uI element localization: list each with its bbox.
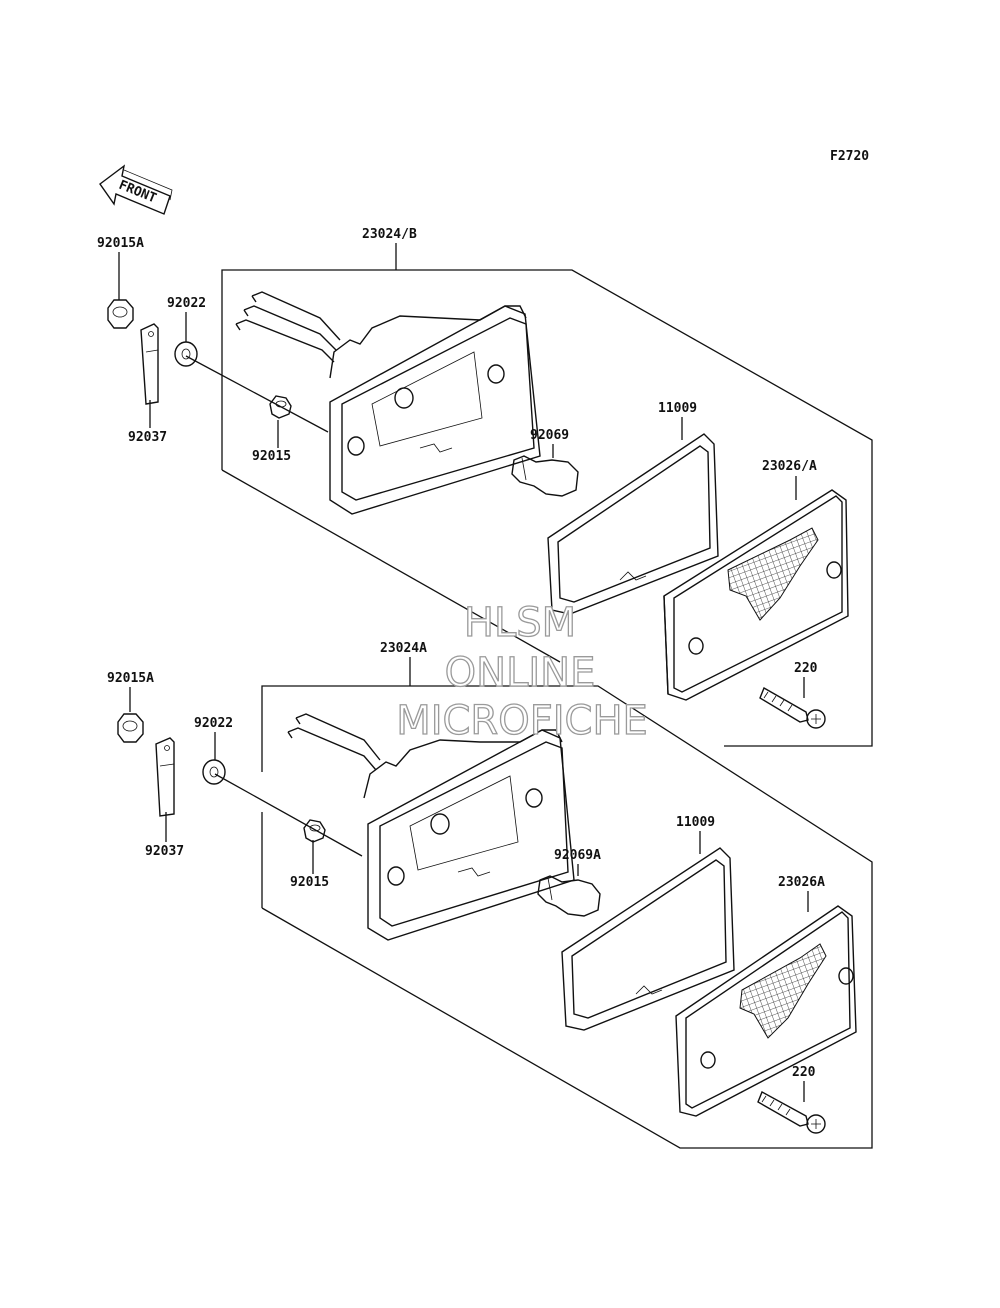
- upper-gasket: [547, 433, 719, 615]
- lower-nut-cap: [117, 713, 144, 743]
- lower-nut: [303, 819, 326, 843]
- watermark-line-1: HLSM: [464, 600, 576, 646]
- upper-nut-label: 92015: [252, 449, 291, 464]
- upper-bulb: [511, 455, 579, 497]
- upper-screw-label: 220: [794, 661, 818, 676]
- watermark-line-3: MICROFICHE: [396, 698, 648, 744]
- lower-bracket-label: 92037: [145, 844, 184, 859]
- upper-screw: [759, 686, 826, 729]
- upper-washer-label: 92022: [167, 296, 206, 311]
- lower-bulb-label: 92069A: [554, 848, 601, 863]
- lower-assembly-label: 23024A: [380, 641, 427, 656]
- lower-nut-label: 92015: [290, 875, 329, 890]
- upper-nut-cap: [107, 299, 134, 329]
- lower-lens: [675, 905, 857, 1117]
- upper-lamp-housing: [235, 291, 541, 515]
- upper-frame: [221, 269, 873, 747]
- lower-frame: [261, 685, 873, 1149]
- watermark-line-2: ONLINE: [445, 650, 596, 696]
- lower-gasket-label: 11009: [676, 815, 715, 830]
- lower-lamp-housing: [287, 713, 575, 941]
- lower-nut-cap-label: 92015A: [107, 671, 154, 686]
- upper-nut: [269, 395, 292, 419]
- lower-group: 23024A 92015A 92022 92037 92015 92069A 1…: [107, 641, 873, 1149]
- upper-washer: [174, 341, 198, 367]
- front-arrow-icon: FRONT: [99, 164, 173, 215]
- figure-code: F2720: [830, 149, 869, 164]
- upper-gasket-label: 11009: [658, 401, 697, 416]
- lower-washer: [202, 759, 226, 785]
- lower-bracket: [155, 737, 175, 817]
- lower-gasket: [561, 847, 735, 1031]
- upper-nut-cap-label: 92015A: [97, 236, 144, 251]
- lower-washer-label: 92022: [194, 716, 233, 731]
- upper-lens: [663, 489, 849, 701]
- upper-bulb-label: 92069: [530, 428, 569, 443]
- upper-bracket-label: 92037: [128, 430, 167, 445]
- lower-bulb: [537, 875, 601, 917]
- upper-bracket: [140, 323, 159, 405]
- watermark: HLSM ONLINE MICROFICHE: [396, 599, 649, 744]
- upper-assembly-label: 23024/B: [362, 227, 417, 242]
- upper-lens-label: 23026/A: [762, 459, 817, 474]
- lower-lens-label: 23026A: [778, 875, 825, 890]
- lower-screw-label: 220: [792, 1065, 816, 1080]
- upper-group: 23024/B 92015A 92022 92037 92015 92069 1…: [97, 227, 873, 747]
- lower-screw: [757, 1091, 826, 1134]
